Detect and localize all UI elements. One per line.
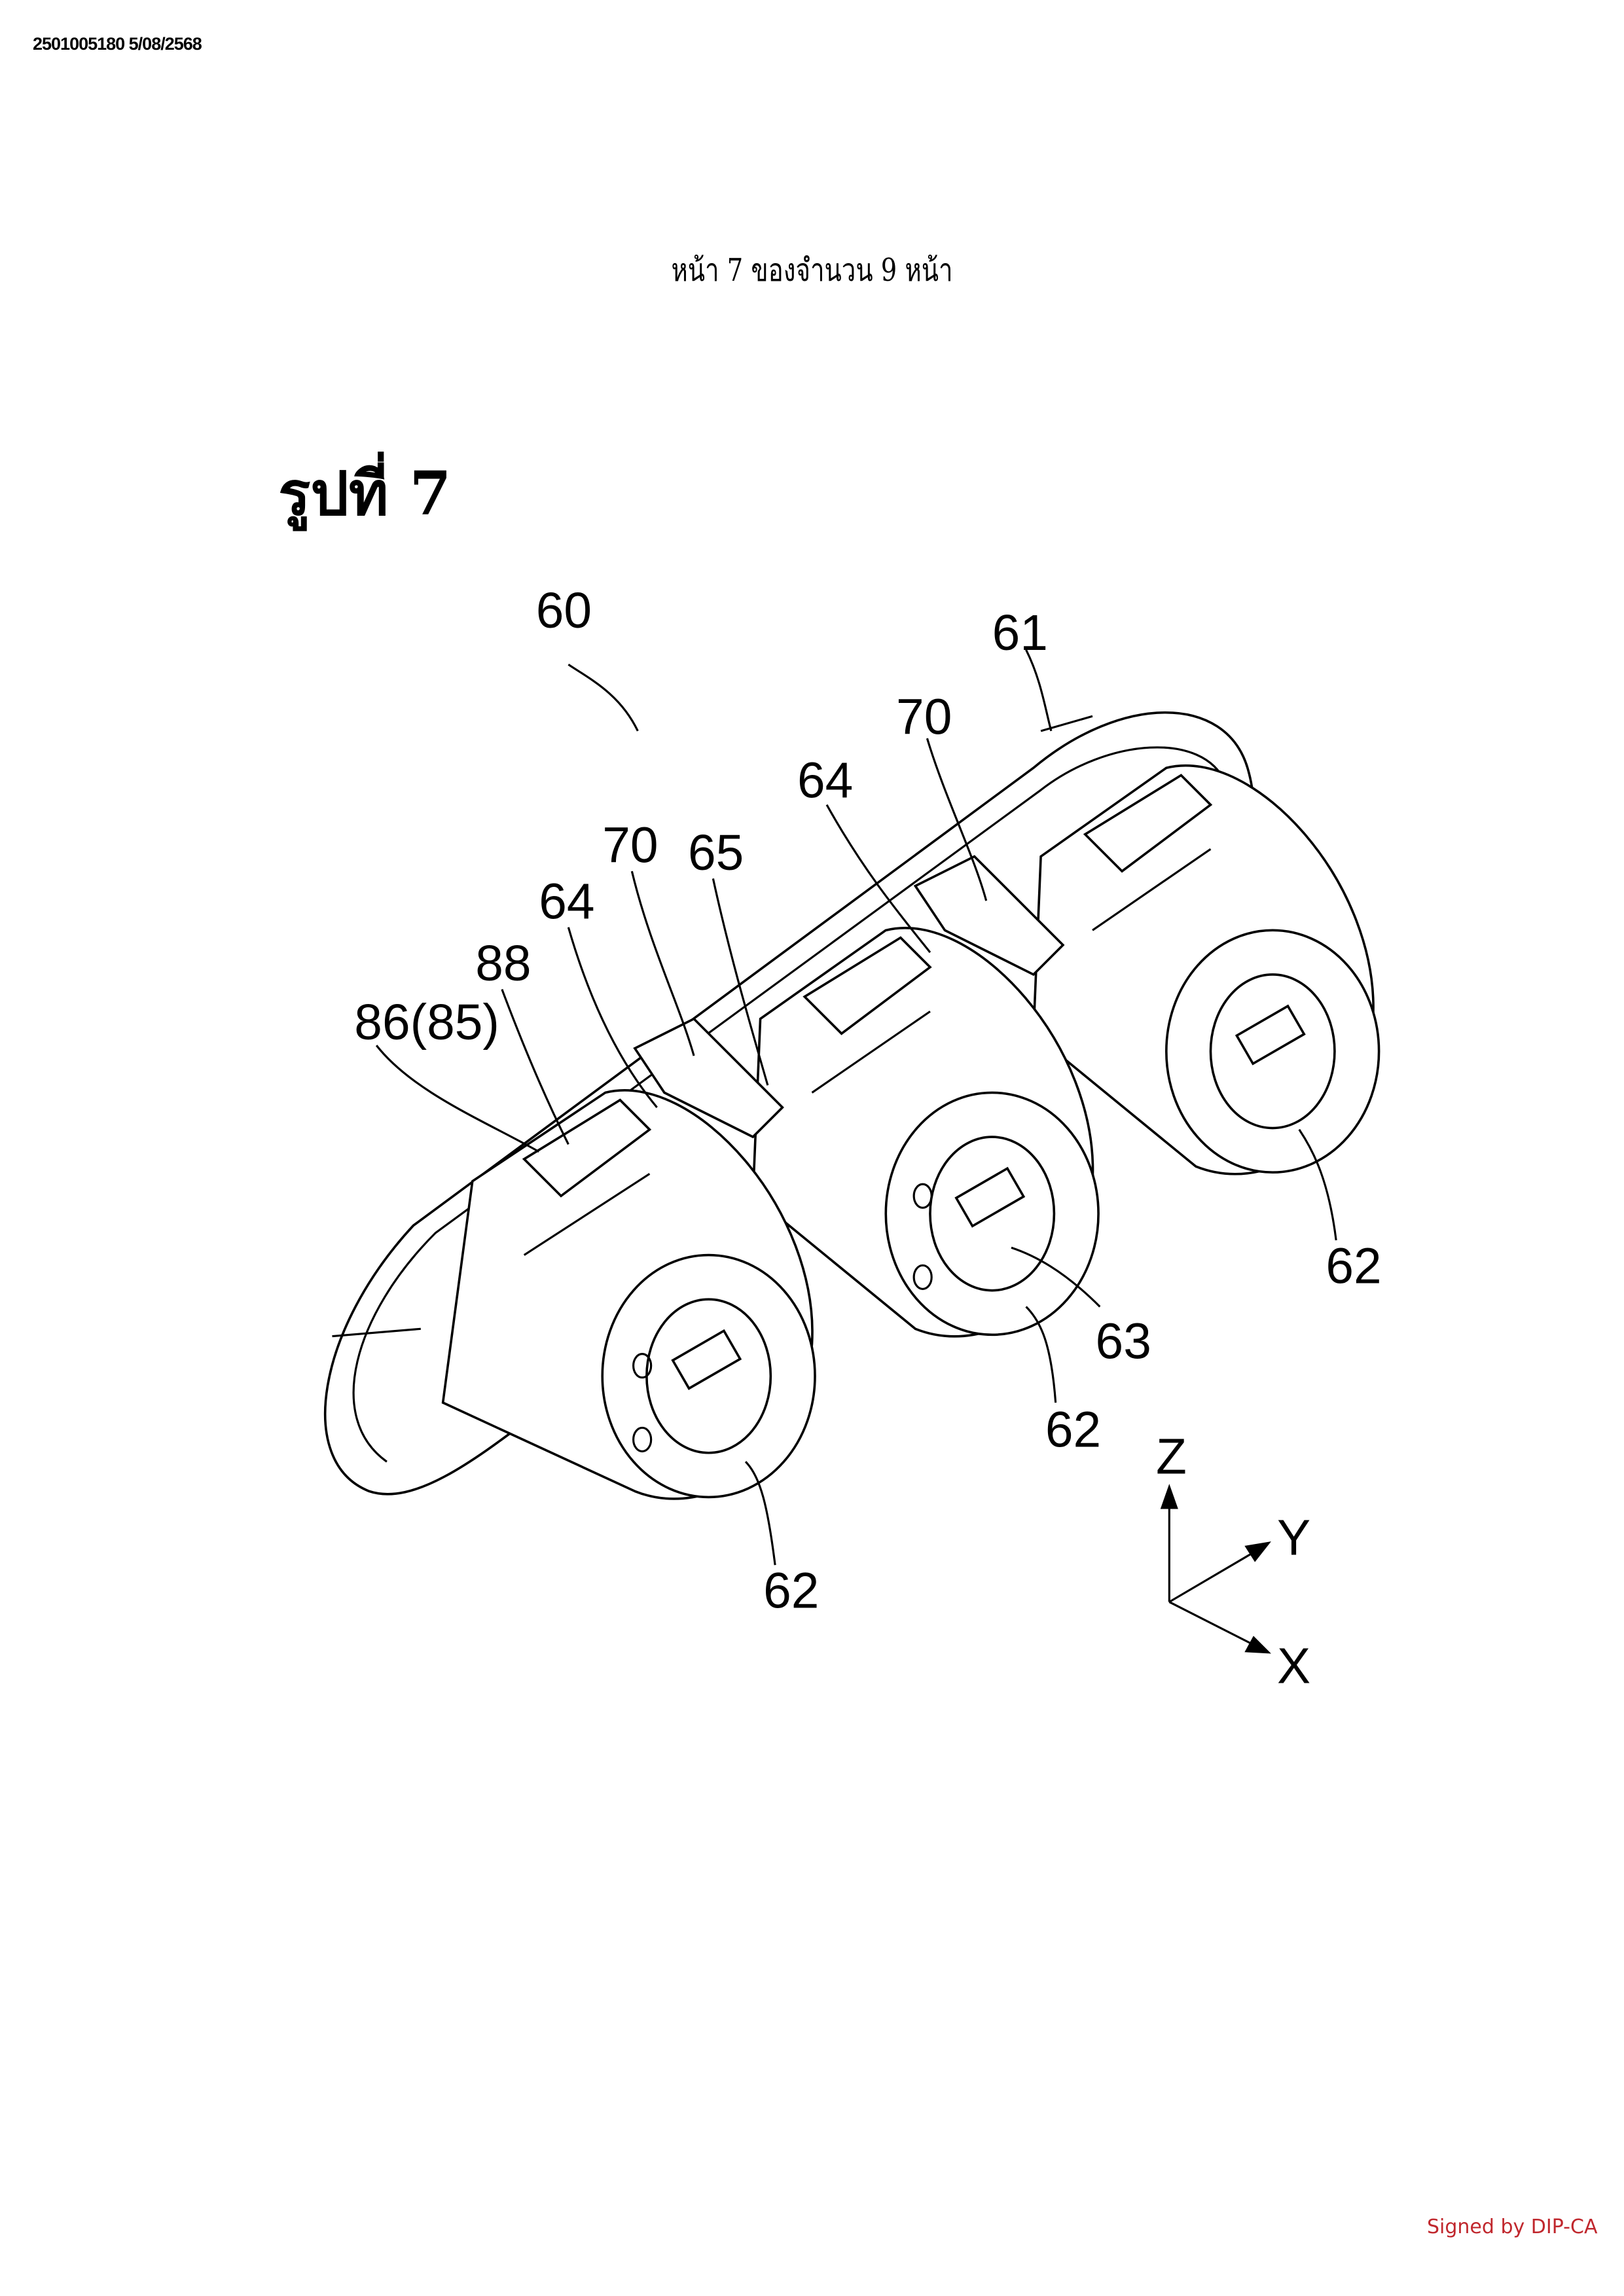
label-70-right: 70 xyxy=(896,689,952,745)
label-88: 88 xyxy=(475,936,531,992)
label-86-85: 86(85) xyxy=(354,995,499,1050)
label-60: 60 xyxy=(536,583,592,639)
label-62-left: 62 xyxy=(763,1564,819,1619)
axis-y-label: Y xyxy=(1277,1510,1310,1566)
label-63: 63 xyxy=(1096,1314,1151,1369)
label-65: 65 xyxy=(688,825,744,881)
label-64-right: 64 xyxy=(797,753,853,808)
axis-triad: Z Y X xyxy=(1156,1429,1310,1694)
label-62-right: 62 xyxy=(1326,1238,1381,1294)
label-62-middle: 62 xyxy=(1045,1403,1101,1458)
axis-z-label: Z xyxy=(1156,1429,1187,1484)
label-64-left: 64 xyxy=(539,874,594,929)
label-61: 61 xyxy=(992,605,1048,661)
axis-x-label: X xyxy=(1277,1639,1310,1695)
signature-stamp: Signed by DIP-CA xyxy=(1427,2215,1597,2238)
label-70-left: 70 xyxy=(602,818,658,874)
